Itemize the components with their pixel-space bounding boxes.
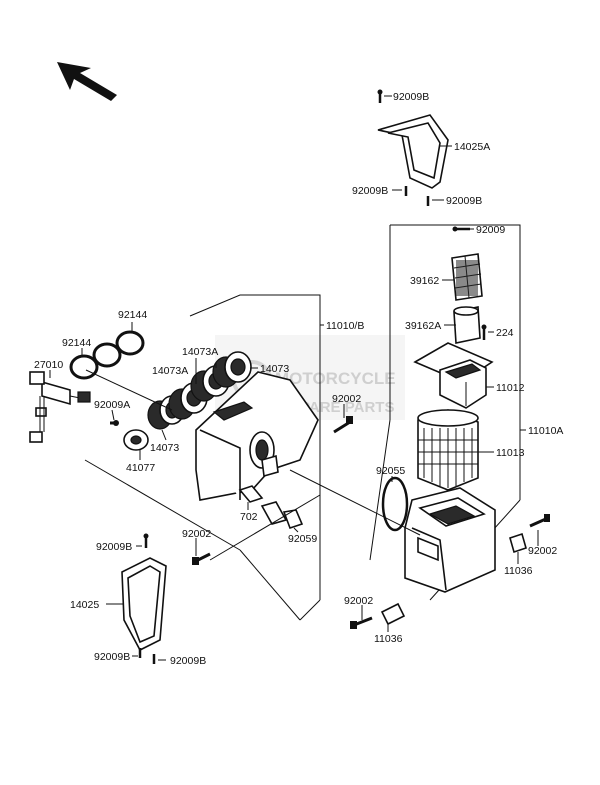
- seal-39162A: [453, 306, 481, 344]
- leader-lines: [49, 95, 539, 661]
- label-39162: 39162: [410, 275, 439, 287]
- bolt-92009B-bottom-top: [143, 533, 149, 548]
- bolt-92009B-top: [377, 89, 383, 103]
- case-11010B: [195, 371, 319, 501]
- holder-11012: [413, 342, 494, 409]
- label-11012: 11012: [496, 382, 525, 394]
- gasket-92144-2: [92, 342, 122, 368]
- bracket-11036-right: [509, 532, 527, 554]
- label-11036-right: 11036: [504, 565, 533, 577]
- front-direction-arrow: [57, 62, 117, 101]
- watermark-title: MOTORCYCLE: [275, 369, 396, 388]
- label-92009A: 92009A: [94, 399, 130, 411]
- screw-92009: [452, 226, 470, 232]
- bolt-92002-left: [192, 552, 211, 565]
- screw-92009A: [110, 420, 119, 426]
- label-92059: 92059: [288, 533, 317, 545]
- clamp-92059: [282, 509, 304, 530]
- label-92009B-bottom-left: 92009B: [94, 651, 130, 663]
- label-92055: 92055: [376, 465, 405, 477]
- label-14073A-2: 14073A: [152, 365, 188, 377]
- switch-27010: [29, 371, 91, 443]
- label-92002-right: 92002: [528, 545, 557, 557]
- cover-14025: [121, 557, 167, 652]
- label-224: 224: [496, 327, 514, 339]
- label-27010: 27010: [34, 359, 63, 371]
- label-39162A: 39162A: [405, 320, 441, 332]
- bracket-11036-bottom: [380, 602, 406, 626]
- label-41077: 41077: [126, 462, 155, 474]
- label-11036-bottom: 11036: [374, 633, 403, 645]
- bolt-92002-middle: [333, 416, 353, 434]
- label-92009B-bottom-right: 92009B: [170, 655, 206, 667]
- label-92009B-left: 92009B: [352, 185, 388, 197]
- label-14025: 14025: [70, 599, 99, 611]
- label-92144-top: 92144: [118, 309, 147, 321]
- plate-41077: [123, 429, 149, 451]
- group-11010B-outline: [84, 294, 321, 621]
- clip-224: [481, 324, 487, 340]
- label-11013: 11013: [496, 447, 525, 459]
- label-92009B-bottom-top: 92009B: [96, 541, 132, 553]
- gasket-92144-1: [115, 330, 145, 356]
- bolt-92002-bottom: [350, 616, 373, 629]
- label-702: 702: [240, 511, 258, 523]
- label-92009B-top: 92009B: [393, 91, 429, 103]
- filter-element-11013: [417, 409, 479, 491]
- label-14025A: 14025A: [454, 141, 490, 153]
- label-92002-middle: 92002: [332, 393, 361, 405]
- label-11010A: 11010A: [528, 425, 563, 437]
- label-92009B-right: 92009B: [446, 195, 482, 207]
- grille-39162: [451, 253, 483, 301]
- label-14073-right: 14073: [260, 363, 289, 375]
- case-11010A: [404, 487, 496, 593]
- seal-ring-92055: [381, 476, 409, 532]
- label-92002-bottom: 92002: [344, 595, 373, 607]
- gasket-92144-3: [69, 354, 99, 380]
- duct-14073-right: [212, 351, 252, 388]
- label-92002-left: 92002: [182, 528, 211, 540]
- watermark-subtitle: SPARE PARTS: [290, 399, 394, 416]
- label-11010B: 11010/B: [326, 320, 364, 332]
- bolt-92002-right: [529, 514, 550, 528]
- label-92144-left: 92144: [62, 337, 91, 349]
- cover-14025A: [377, 114, 449, 189]
- label-14073A-1: 14073A: [182, 346, 218, 358]
- label-92009: 92009: [476, 224, 505, 236]
- label-14073-left: 14073: [150, 442, 179, 454]
